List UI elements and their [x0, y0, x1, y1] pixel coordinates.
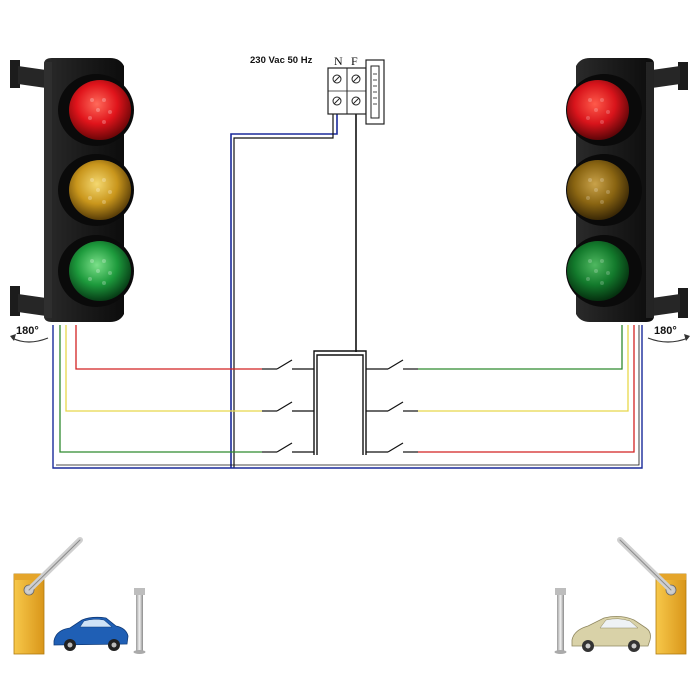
right-red-lamp	[567, 80, 629, 140]
right-barrier-scene	[554, 537, 687, 655]
right-post	[554, 588, 567, 654]
right-traffic-light: 180°	[566, 58, 690, 343]
left-barrier-scene	[13, 537, 146, 655]
left-rotation-label: 180°	[16, 325, 39, 337]
terminal-n-label: N	[334, 54, 343, 68]
terminal-f-label: F	[351, 54, 358, 68]
wire-right-red	[418, 325, 635, 453]
left-yellow-lamp	[69, 160, 131, 220]
wire-left-yellow	[65, 325, 262, 412]
wire-right-common-black	[234, 325, 640, 466]
wire-right-common-blue	[231, 325, 643, 469]
right-bracket-bottom	[652, 288, 688, 318]
wire-right-green	[418, 325, 623, 370]
supply-label: 230 Vac 50 Hz	[250, 55, 313, 66]
left-rotation-indicator: 180°	[10, 325, 49, 343]
wire-left-red	[75, 325, 262, 370]
wire-neutral-black	[233, 112, 334, 468]
power-terminal: 230 Vac 50 Hz N F	[250, 54, 385, 125]
wiring	[52, 112, 643, 469]
right-rotation-label: 180°	[654, 325, 677, 337]
wire-left-common-blue	[52, 325, 231, 469]
right-switches	[366, 359, 418, 453]
left-switches	[262, 359, 314, 453]
wire-left-green	[59, 325, 262, 453]
right-yellow-lamp	[567, 160, 629, 220]
left-bracket-top	[10, 60, 46, 88]
left-car	[53, 616, 129, 651]
left-barrier	[13, 537, 83, 655]
left-green-lamp	[69, 241, 131, 301]
wire-neutral-blue	[230, 112, 338, 468]
right-rotation-indicator: 180°	[647, 325, 690, 343]
right-car	[571, 616, 651, 652]
relay-common-block	[313, 350, 367, 455]
wire-right-yellow	[418, 325, 629, 412]
left-traffic-light: 180°	[10, 58, 134, 343]
right-barrier	[617, 537, 687, 655]
right-green-lamp	[567, 241, 629, 301]
left-bracket-bottom	[10, 286, 46, 316]
left-red-lamp	[69, 80, 131, 140]
left-post	[133, 588, 146, 654]
right-bracket-top	[652, 62, 688, 90]
